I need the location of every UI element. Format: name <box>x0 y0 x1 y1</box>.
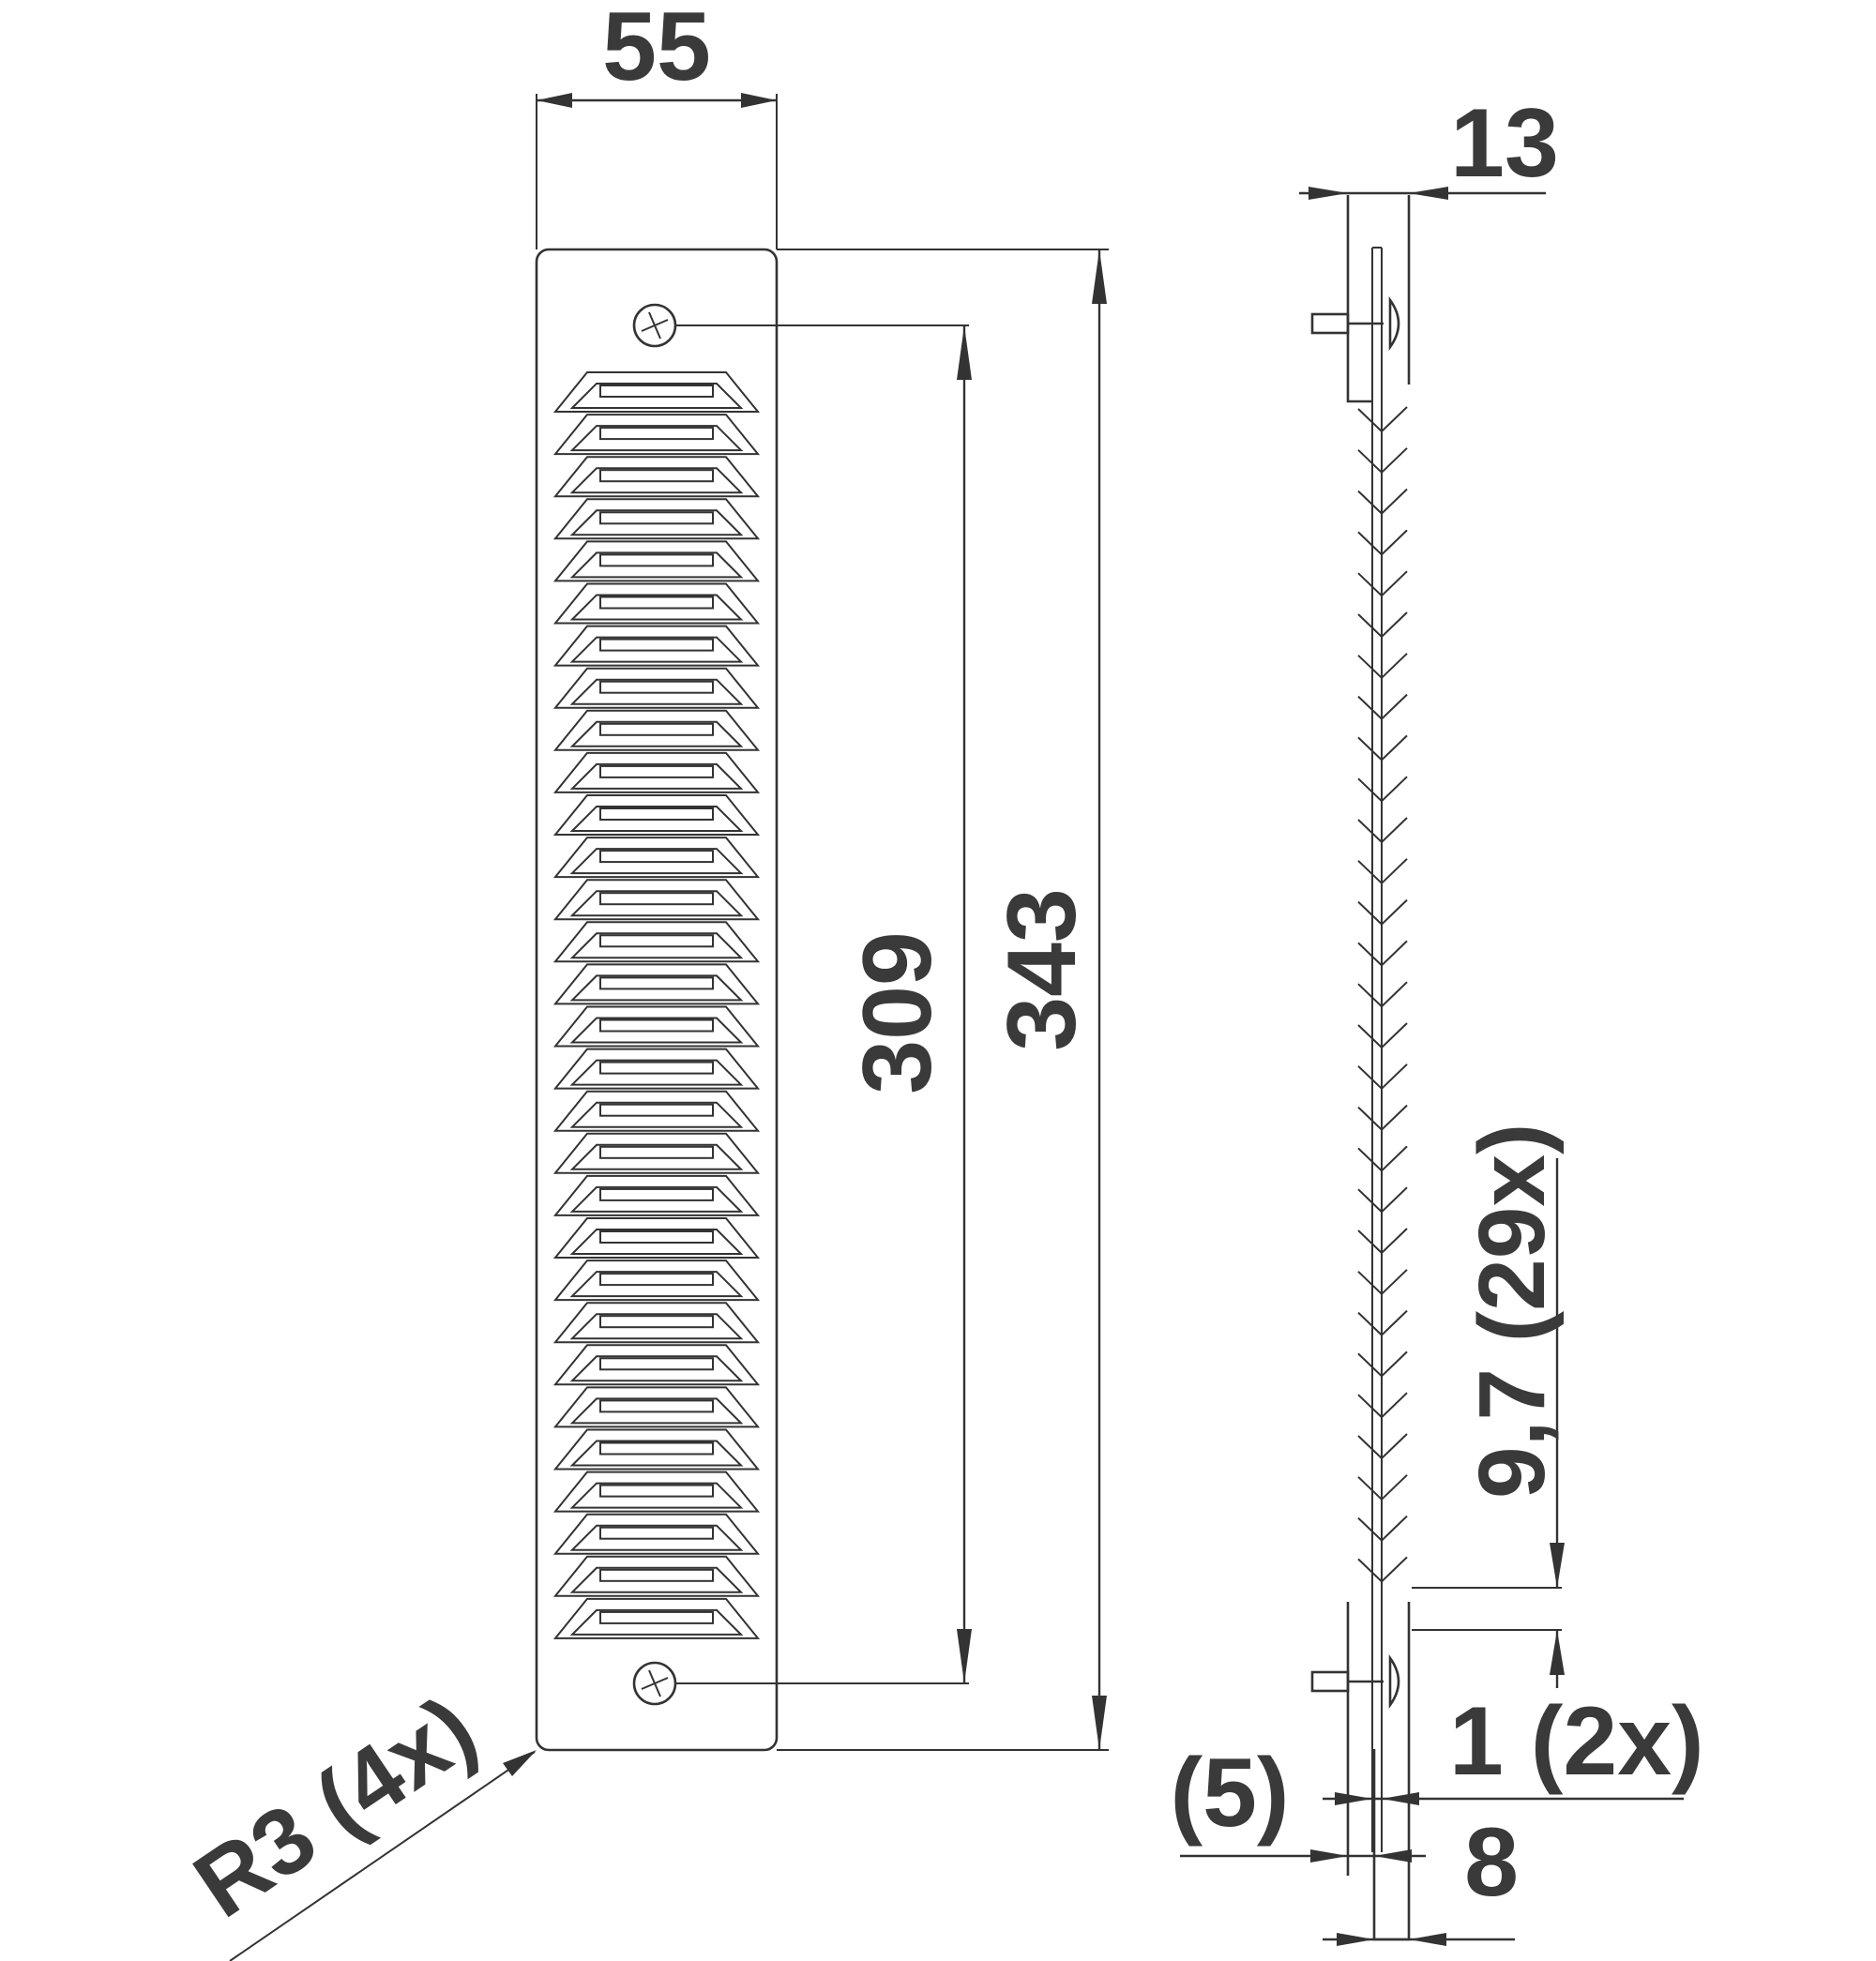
louver-slot <box>552 1174 761 1216</box>
side-top-screw-icon <box>1310 295 1400 352</box>
louver-slot <box>552 582 761 625</box>
width-label: 55 <box>602 0 711 101</box>
fin-thickness-label: 1 (2x) <box>1449 1687 1704 1796</box>
louver-fin <box>1357 776 1408 803</box>
louver-slot <box>552 1344 761 1386</box>
louver-slot <box>552 1428 761 1471</box>
louver-slot <box>552 879 761 921</box>
louver-fin <box>1357 1556 1408 1583</box>
louver-slot <box>552 1048 761 1090</box>
louver-fin <box>1357 1350 1408 1378</box>
corner-radius-callout: R3 (4x) <box>176 1676 537 1961</box>
fin-pitch-label: 9,7 (29x) <box>1460 1124 1565 1499</box>
fin-thickness-dimension: 1 (2x) <box>1323 1687 1704 1805</box>
louver-fin <box>1357 981 1408 1008</box>
depth-label: 13 <box>1450 89 1559 198</box>
louver-fin <box>1357 529 1408 556</box>
louver-slot <box>552 794 761 836</box>
louver-slot <box>552 709 761 751</box>
louver-fin <box>1357 1145 1408 1172</box>
louver-slot <box>552 1005 761 1048</box>
corner-radius-label: R3 (4x) <box>176 1676 494 1938</box>
louver-fin <box>1357 1063 1408 1091</box>
louver-slot <box>552 625 761 667</box>
louver-slot <box>552 1260 761 1302</box>
louver-fin <box>1357 817 1408 844</box>
louver-fin <box>1357 447 1408 475</box>
louver-slot <box>552 414 761 456</box>
louver-slot <box>552 921 761 963</box>
front-view <box>535 248 779 1752</box>
louver-slot <box>552 751 761 793</box>
louver-fin <box>1357 1104 1408 1131</box>
total-height-dimension: 343 <box>777 249 1109 1751</box>
top-screw-icon <box>632 303 677 348</box>
louver-fin <box>1357 858 1408 885</box>
total-height-label: 343 <box>988 888 1097 1051</box>
louver-fins <box>1357 406 1408 1583</box>
louver-fin <box>1357 1433 1408 1460</box>
louver-slots <box>552 371 761 1639</box>
louver-slot <box>552 667 761 709</box>
louver-slot <box>552 963 761 1005</box>
louver-fin <box>1357 1269 1408 1296</box>
louver-slot <box>552 1302 761 1344</box>
louver-slot <box>552 540 761 582</box>
side-view <box>1310 195 1411 1941</box>
louver-slot <box>552 1386 761 1428</box>
louver-fin <box>1357 653 1408 680</box>
louver-fin <box>1357 488 1408 515</box>
louver-fin <box>1357 1186 1408 1214</box>
louver-fin <box>1357 898 1408 926</box>
louver-slot <box>552 1090 761 1132</box>
louver-fin <box>1357 1309 1408 1336</box>
louver-slot <box>552 456 761 498</box>
screw-spacing-dimension: 309 <box>675 324 972 1684</box>
louver-slot <box>552 1471 761 1513</box>
grille-plate-outline <box>535 248 779 1752</box>
louver-fin <box>1357 406 1408 433</box>
spigot-depth-label: 8 <box>1464 1808 1519 1917</box>
louver-fin <box>1357 1392 1408 1419</box>
louver-fin <box>1357 734 1408 762</box>
louver-fin <box>1357 1228 1408 1255</box>
louver-slot <box>552 1132 761 1174</box>
louver-slot <box>552 1217 761 1259</box>
louver-slot <box>552 1555 761 1597</box>
louver-fin <box>1357 940 1408 967</box>
louver-fin <box>1357 1022 1408 1049</box>
width-dimension: 55 <box>536 0 778 249</box>
louver-fin <box>1357 1515 1408 1542</box>
louver-slot <box>552 371 761 413</box>
louver-fin <box>1357 570 1408 597</box>
spigot-depth-dimension: 8 <box>1323 1808 1519 1946</box>
louver-slot <box>552 837 761 879</box>
louver-slot <box>552 1597 761 1639</box>
louver-fin <box>1357 693 1408 720</box>
louver-fin <box>1357 1474 1408 1501</box>
louver-slot <box>552 498 761 540</box>
bottom-screw-icon <box>632 1661 677 1706</box>
side-bottom-screw-icon <box>1310 1653 1400 1710</box>
fin-pitch-dimension: 9,7 (29x) <box>1412 1124 1565 1688</box>
spigot-offset-dimension: (5) <box>1170 1739 1426 1863</box>
spigot-offset-label: (5) <box>1170 1739 1289 1848</box>
screw-spacing-label: 309 <box>843 931 952 1094</box>
louver-slot <box>552 1513 761 1555</box>
louver-fin <box>1357 611 1408 639</box>
depth-dimension: 13 <box>1299 89 1559 200</box>
